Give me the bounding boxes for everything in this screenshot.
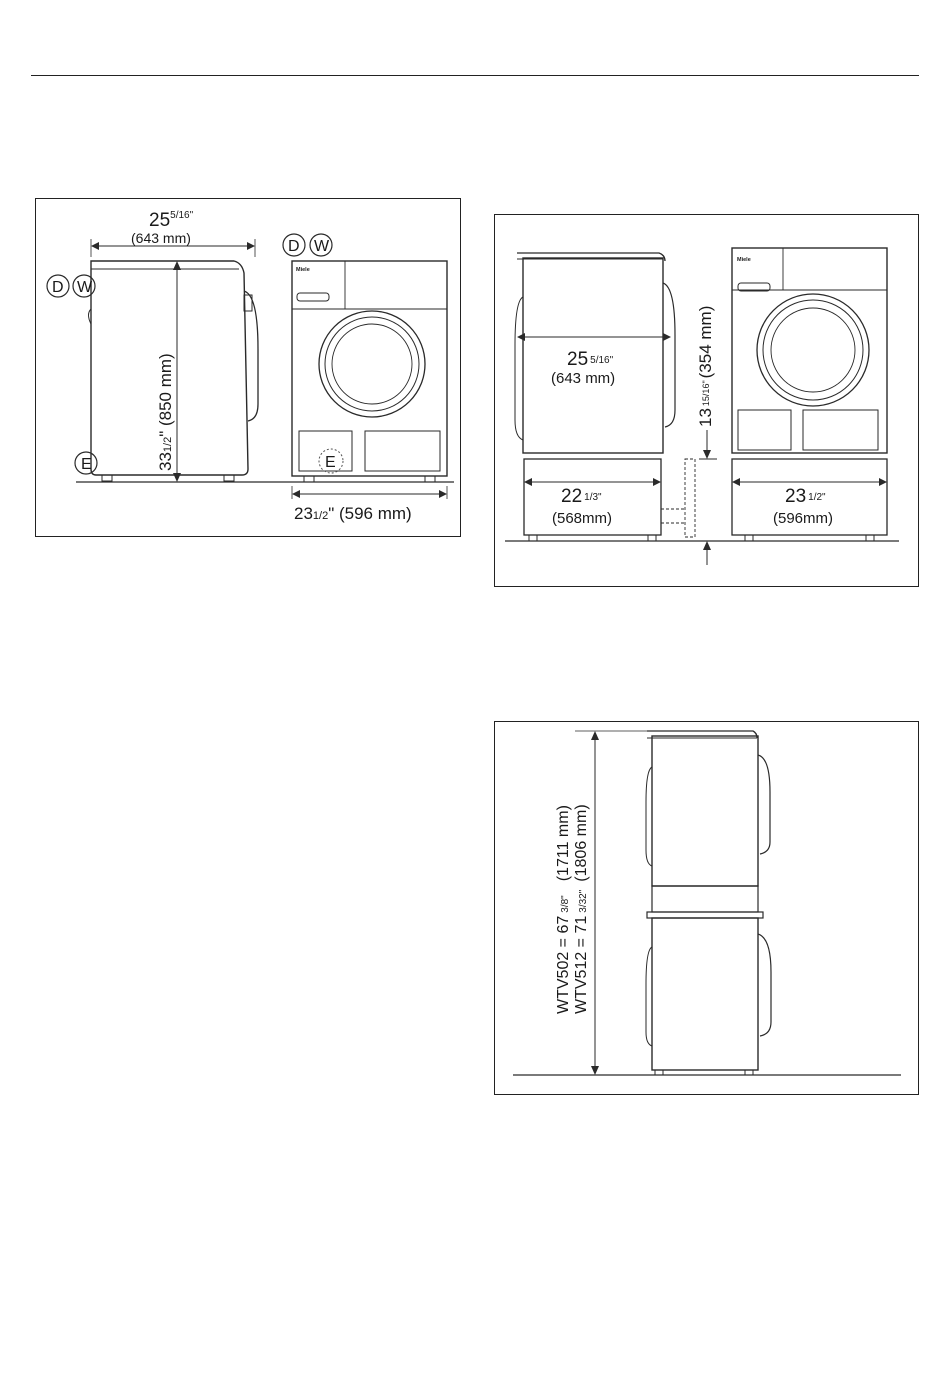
- width-inch-label: 255/16": [149, 210, 194, 231]
- figure-dimensions-single: 255/16" (643 mm) 331/2" (850 mm) D W E: [35, 198, 461, 537]
- pedestal-height-dimension: [661, 430, 717, 565]
- figure-dimensions-single-drawing: 255/16" (643 mm) 331/2" (850 mm) D W E: [36, 199, 462, 538]
- width-dimension-side: [517, 333, 671, 341]
- depth-label: 231/2" (596 mm): [294, 504, 412, 523]
- pedestal-depth-dimension: [524, 478, 661, 486]
- brand-logo-front: Miele: [296, 267, 310, 273]
- callout-d-front: D: [283, 234, 305, 256]
- callout-w-side: W: [73, 275, 95, 297]
- side-view-appliance-on-pedestal: [515, 253, 675, 453]
- callout-e-side: E: [75, 452, 97, 474]
- figure-stacked-height: WTV502 = 673/8"(1711 mm) WTV512 = 713/32…: [494, 721, 919, 1095]
- height-label: 331/2" (850 mm): [156, 353, 175, 471]
- pedestal-height-label: 1315/16"(354 mm): [696, 306, 715, 427]
- svg-text:D: D: [288, 238, 300, 255]
- pedestal-width-mm-label: (596mm): [773, 510, 833, 527]
- pedestal-depth-mm-label: (568mm): [552, 510, 612, 527]
- width-mm-label: (643 mm): [131, 230, 191, 246]
- callout-w-front: W: [310, 234, 332, 256]
- width-mm-label: (643 mm): [551, 370, 615, 387]
- stacked-upper-appliance: [646, 731, 770, 886]
- callout-d-side: D: [47, 275, 69, 297]
- front-view-appliance-on-pedestal: Miele: [732, 248, 887, 453]
- svg-text:W: W: [314, 238, 330, 255]
- pedestal-width-dimension: [732, 478, 887, 486]
- figure-stacked-height-drawing: WTV502 = 673/8"(1711 mm) WTV512 = 713/32…: [495, 722, 920, 1096]
- stack-height-wtv502: WTV502 = 673/8"(1711 mm): [555, 805, 572, 1014]
- header-rule: [31, 75, 919, 76]
- front-view-appliance: Miele: [292, 261, 447, 482]
- brand-logo-front: Miele: [737, 257, 751, 263]
- stacking-kit: [647, 886, 763, 918]
- svg-text:D: D: [52, 279, 64, 296]
- svg-text:E: E: [81, 456, 92, 473]
- svg-text:E: E: [325, 454, 336, 471]
- depth-dimension: [292, 486, 447, 499]
- stack-height-wtv512: WTV512 = 713/32"(1806 mm): [573, 804, 590, 1014]
- stacked-lower-appliance: [646, 918, 771, 1075]
- callout-e-front: E: [319, 449, 343, 473]
- svg-text:W: W: [77, 279, 93, 296]
